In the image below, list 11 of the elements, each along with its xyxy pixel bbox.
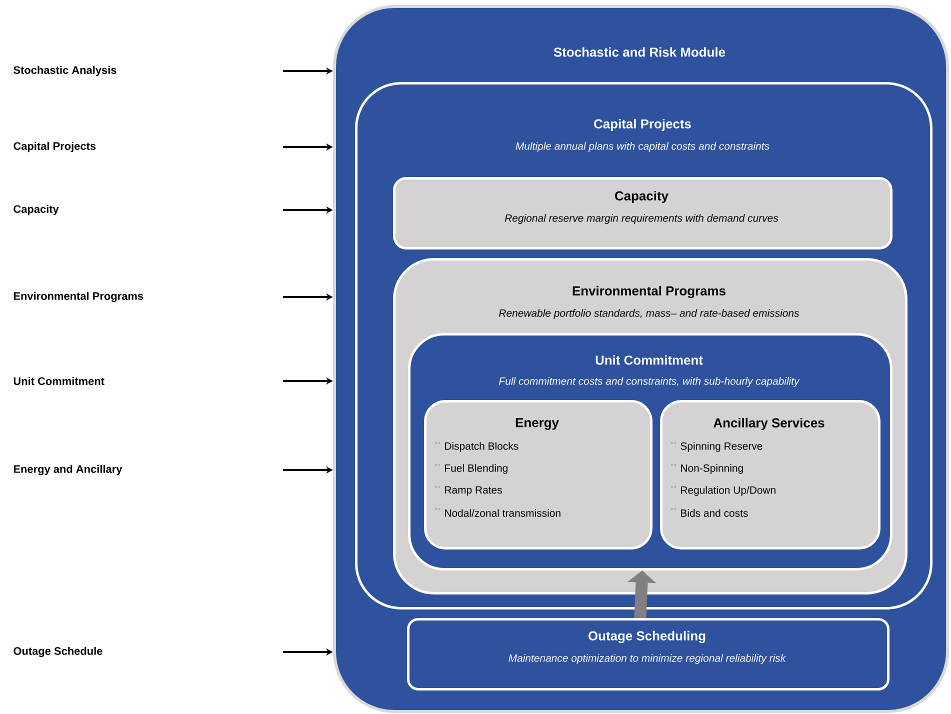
module-box: Ancillary Services Spinning Reserve Non-Spinning Regulation Up/Down Bids and costs	[660, 400, 880, 550]
input-label: Outage Schedule	[14, 646, 102, 658]
input-label: Unit Commitment	[14, 376, 104, 386]
input-label: Environmental Programs	[14, 292, 144, 302]
input-label: Capacity	[14, 204, 59, 216]
input-label: Energy and Ancillary	[14, 464, 122, 476]
input-label: Capital Projects	[14, 142, 96, 152]
module-box: Energy Dispatch Blocks Fuel Blending Ramp Rates Nodal/zonal transmission	[424, 400, 652, 550]
module-box: Capacity Regional reserve margin requirements with demand curves	[393, 177, 892, 250]
module-box: Outage Scheduling Maintenance optimization to minimize regional reliability risk	[407, 618, 890, 690]
input-label: Stochastic Analysis	[14, 66, 116, 76]
